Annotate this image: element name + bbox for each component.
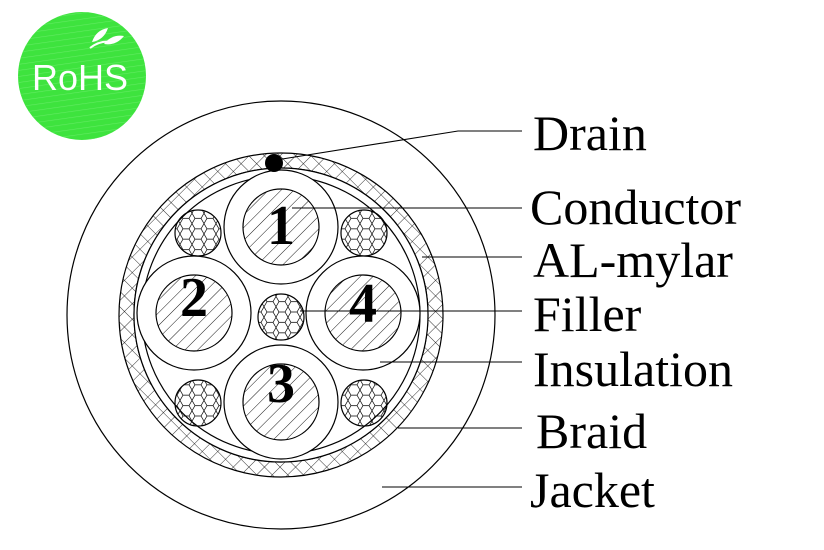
core-number-2: 2	[180, 267, 208, 329]
conductor-4	[324, 274, 402, 352]
drain-leader	[275, 130, 522, 161]
filler-label: Filler	[533, 286, 642, 342]
filler-top-right	[340, 209, 388, 257]
drain-label: Drain	[533, 105, 647, 161]
filler-center	[257, 293, 305, 341]
jacket-layer	[66, 100, 496, 530]
filler-top-left	[174, 209, 222, 257]
braid-label: Braid	[536, 403, 647, 459]
leader-lines	[275, 130, 522, 488]
core-2: 2	[136, 255, 252, 371]
core-3: 3	[223, 344, 339, 460]
core-1: 1	[223, 169, 339, 285]
filler-bottom-right	[340, 379, 388, 427]
core-number-3: 3	[267, 353, 295, 415]
rohs-logo-text: RoHS	[32, 57, 128, 98]
insulation-label: Insulation	[533, 341, 733, 397]
drain-wire	[265, 154, 283, 172]
rohs-logo: RoHS	[18, 12, 146, 140]
conductor-3	[242, 363, 320, 441]
al-mylar-label: AL-mylar	[533, 232, 733, 288]
core-4: 4	[305, 255, 421, 371]
filler-bottom-left	[174, 379, 222, 427]
leaf-icon	[89, 28, 124, 49]
jacket-label: Jacket	[530, 462, 655, 518]
conductor-label: Conductor	[530, 179, 741, 235]
core-number-1: 1	[267, 195, 295, 257]
core-number-4: 4	[349, 273, 377, 335]
conductor-2	[155, 274, 233, 352]
